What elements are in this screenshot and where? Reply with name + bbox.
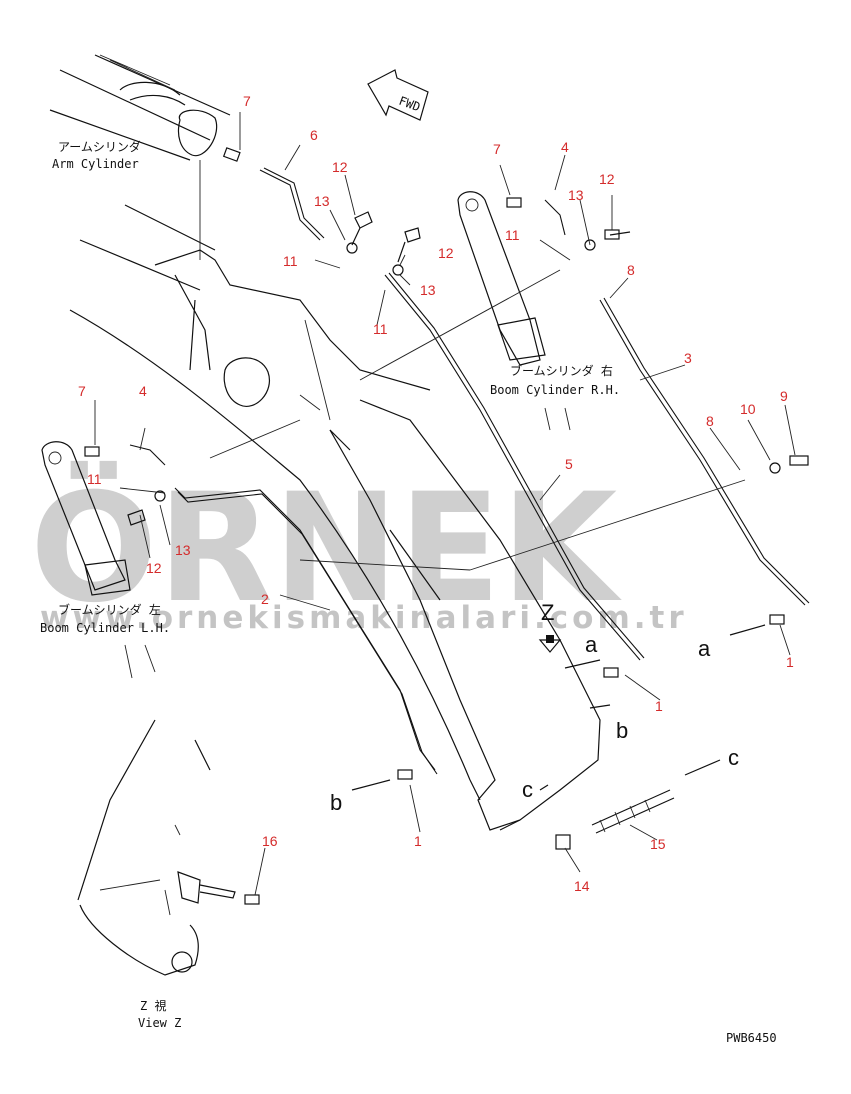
hose-4 [129, 199, 566, 466]
view-letter: b [616, 718, 628, 743]
boom-cylinder-lh-jp: ブームシリンダ 左 [58, 602, 161, 617]
part-number: 12 [146, 560, 162, 576]
fittings [84, 147, 809, 905]
hose-15 [591, 789, 675, 834]
part-number: 10 [740, 401, 756, 417]
part-number: 14 [574, 878, 590, 894]
view-letter: Z [541, 600, 554, 625]
arm-cylinder-en: Arm Cylinder [52, 157, 139, 171]
part-number: 11 [283, 253, 298, 269]
part-number: 11 [87, 471, 102, 487]
pipe-3 [599, 297, 810, 606]
part-number: 1 [786, 654, 794, 670]
view-z-drawing [77, 719, 236, 976]
part-number: 5 [565, 456, 573, 472]
pipe-2 [174, 487, 438, 775]
boom-cylinder-rh [457, 191, 571, 431]
part-number: 9 [780, 388, 788, 404]
part-number: 12 [599, 171, 615, 187]
part-number: 13 [568, 187, 584, 203]
boom-cylinder-lh-en: Boom Cylinder L.H. [40, 621, 170, 635]
part-number: 7 [493, 141, 501, 157]
view-letters: Z a a b b c c [330, 600, 739, 815]
part-number: 13 [175, 542, 191, 558]
view-letter: b [330, 790, 342, 815]
view-letter: a [585, 632, 598, 657]
boom-cylinder-rh-jp: ブームシリンダ 右 [510, 363, 613, 378]
fwd-arrow: FWD [367, 69, 429, 121]
view-letter: c [728, 745, 739, 770]
part-number: 12 [438, 245, 454, 261]
view-z-jp: Z 視 [140, 998, 166, 1013]
part-number: 7 [243, 93, 251, 109]
part-number: 4 [139, 383, 147, 399]
part-number: 1 [655, 698, 663, 714]
part-number: 8 [627, 262, 635, 278]
view-letter: c [522, 777, 533, 802]
part-number: 15 [650, 836, 666, 852]
leader-lines [94, 112, 796, 896]
part-number: 4 [561, 139, 569, 155]
part-number: 16 [262, 833, 278, 849]
arm-cylinder-jp: アームシリンダ [58, 139, 141, 154]
hose-6 [259, 167, 325, 241]
part-callouts: 1 1 1 2 3 4 4 5 6 7 7 7 8 8 9 10 11 11 1… [78, 93, 794, 894]
watermark: ÖRNEK www.ornekismakinalari.com.tr [30, 460, 684, 636]
boom-cylinder-lh [41, 441, 156, 679]
boom-structure [69, 204, 601, 831]
view-z-en: View Z [138, 1016, 181, 1030]
part-number: 12 [332, 159, 348, 175]
part-number: 11 [505, 227, 520, 243]
part-number: 11 [373, 321, 388, 337]
boom-cylinder-rh-en: Boom Cylinder R.H. [490, 383, 620, 397]
part-number: 3 [684, 350, 692, 366]
view-letter: a [698, 636, 711, 661]
component-labels: アームシリンダ Arm Cylinder ブームシリンダ 右 Boom Cyli… [40, 139, 777, 1045]
part-number: 1 [414, 833, 422, 849]
drawing-number: PWB6450 [726, 1031, 777, 1045]
fwd-label: FWD [397, 94, 422, 115]
pipe-5 [384, 272, 645, 661]
arm-structure [49, 54, 231, 260]
direction-arrows [351, 624, 766, 791]
part-number: 7 [78, 383, 86, 399]
part-number: 13 [314, 193, 330, 209]
part-number: 2 [261, 591, 269, 607]
part-number: 8 [706, 413, 714, 429]
part-number: 13 [420, 282, 436, 298]
part-number: 6 [310, 127, 318, 143]
